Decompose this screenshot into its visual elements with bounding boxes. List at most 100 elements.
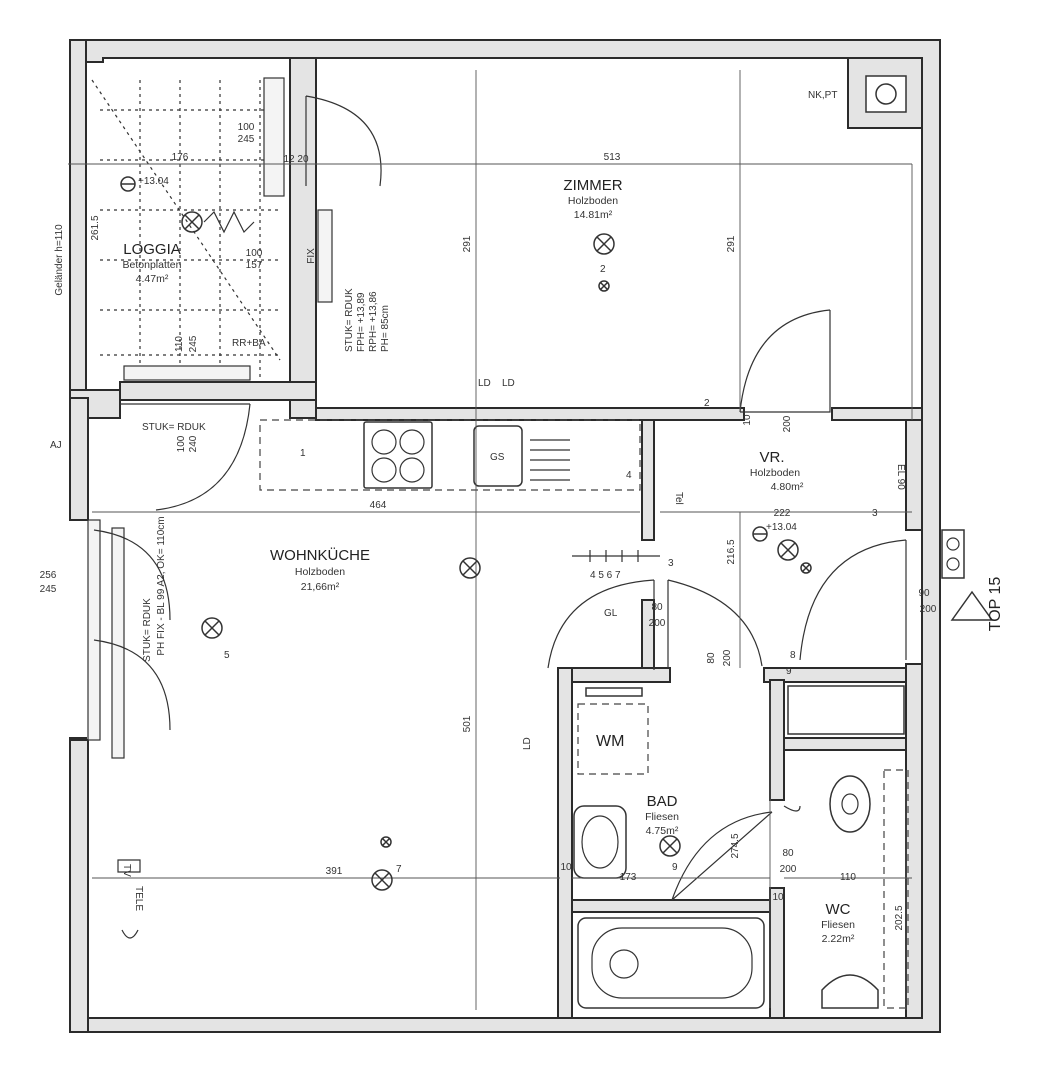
gs-label: GS — [490, 452, 505, 463]
washer-area — [577, 703, 649, 775]
wall-loggia-bottom — [119, 381, 317, 401]
dim-110-wc: 110 — [840, 872, 856, 883]
tv-socket-icon — [117, 859, 141, 939]
height-marker-vr-icon — [752, 526, 768, 542]
room-loggia-floor: Betonplatten — [123, 259, 182, 271]
height-loggia: +13.04 — [138, 176, 169, 187]
room-labels: ZIMMER Holzboden 14.81m² LOGGIA Betonpla… — [123, 177, 856, 945]
dim-391: 391 — [326, 866, 343, 877]
dim-80-wc: 80 — [782, 848, 794, 859]
wall-wc-top — [783, 737, 923, 751]
gelaender-label: Geländer h=110 — [54, 224, 65, 296]
room-bad-floor: Fliesen — [645, 811, 679, 823]
window-loggia-bottom — [123, 365, 251, 381]
door-wc — [783, 805, 801, 812]
dimension-labels: 176 513 291 291 261.5 110 245 100 245 10… — [40, 122, 937, 931]
ld-label-3: LD — [522, 737, 533, 750]
bath-fixtures — [573, 685, 909, 1009]
symbols — [117, 83, 994, 939]
room-wohnkueche-floor: Holzboden — [295, 566, 345, 578]
entry-bell-icon — [941, 529, 965, 579]
wall-loggia-right — [289, 57, 317, 419]
dim-100-win-a: 100 — [238, 122, 255, 133]
stuk-left-line1: STUK= RDUK — [142, 598, 153, 662]
outer-walls — [69, 39, 941, 1033]
num-4: 4 — [626, 470, 632, 481]
socket-row-icon — [572, 550, 660, 562]
fix-label: FIX — [306, 248, 317, 264]
dim-12-20: 12 20 — [283, 154, 308, 165]
ceiling-light-wohn-1 — [459, 557, 481, 579]
height-vr: +13.04 — [766, 522, 797, 533]
ceiling-light-vr-small — [800, 562, 812, 574]
stuk-rduk-top: STUK= RDUK — [142, 422, 206, 433]
wall-bath-shelf — [571, 899, 771, 913]
door-loggia-wohn — [120, 403, 251, 511]
dim-200-bad: 200 — [722, 649, 733, 666]
num-9-vr: 9 — [786, 666, 792, 677]
dim-80-gl: 80 — [651, 602, 663, 613]
bathtub-drain — [609, 949, 639, 979]
ceiling-light-zimmer — [593, 233, 615, 255]
gl-label: GL — [604, 608, 618, 619]
kitchen-sink — [530, 439, 570, 481]
rrba-label: RR+BA — [232, 338, 266, 349]
ceiling-light-vr — [777, 539, 799, 561]
dim-10-zimmer: 10 — [742, 414, 753, 426]
num-7: 7 — [396, 864, 402, 875]
num-9-bad: 9 — [672, 862, 678, 873]
dim-291-right: 291 — [726, 235, 737, 252]
dim-176: 176 — [172, 152, 189, 163]
dim-10-wc: 10 — [772, 892, 784, 903]
stuk-block-line3: RPH= +13,86 — [368, 291, 379, 352]
toilet — [829, 775, 871, 833]
dim-274-5: 274.5 — [730, 833, 741, 858]
wall-bath-left — [557, 667, 573, 1019]
dim-90-entry: 90 — [918, 588, 930, 599]
num-5: 5 — [224, 650, 230, 661]
num-4567: 4 5 6 7 — [590, 570, 621, 581]
washer-shelf — [585, 687, 643, 697]
wall-bath-top — [559, 667, 671, 683]
wall-bath-mid-low — [769, 887, 785, 1019]
dim-202-5: 202.5 — [894, 905, 905, 930]
kitchen — [259, 419, 641, 491]
interior-walls — [119, 57, 923, 1019]
dim-245-left: 245 — [40, 584, 57, 595]
dim-100-loggia-door: 100 — [176, 435, 187, 452]
dim-245-win-a: 245 — [238, 134, 255, 145]
room-loggia-area: 4.47m² — [136, 273, 169, 285]
tel-label: Tel — [673, 492, 684, 505]
room-zimmer-name: ZIMMER — [563, 177, 622, 194]
dim-513: 513 — [604, 152, 621, 163]
door-bad — [671, 811, 773, 901]
window-loggia-fix — [317, 209, 333, 303]
top-label: TOP 15 — [987, 577, 1004, 632]
door-zimmer-loggia — [305, 95, 382, 187]
dim-216-5: 216.5 — [726, 539, 737, 564]
ceiling-light-wohn-2 — [201, 617, 223, 639]
ceiling-light-wohn-small — [380, 836, 392, 848]
num-8: 8 — [790, 650, 796, 661]
wall-zimmer-bottom — [315, 407, 745, 421]
wall-zimmer-bottom-right — [831, 407, 923, 421]
wall-left-lower — [69, 739, 89, 1033]
room-bad-area: 4.75m² — [646, 825, 679, 837]
nkpt-label: NK,PT — [808, 90, 837, 101]
window-left — [111, 527, 125, 759]
dim-245-loggia: 245 — [188, 335, 199, 352]
kitchen-counter — [259, 419, 641, 491]
dim-501: 501 — [462, 715, 473, 732]
room-bad-name: BAD — [647, 793, 678, 810]
ld-label-2: LD — [502, 378, 515, 389]
dim-464: 464 — [370, 500, 387, 511]
dim-80-bad: 80 — [706, 652, 717, 664]
wall-entry-right — [905, 419, 923, 531]
room-wohnkueche-name: WOHNKÜCHE — [270, 546, 370, 564]
ld-label-1: LD — [478, 378, 491, 389]
dim-222: 222 — [774, 508, 791, 519]
wc-basin — [821, 974, 879, 1009]
num-3-kitchen: 3 — [668, 558, 674, 569]
dim-291-left: 291 — [462, 235, 473, 252]
room-wc-floor: Fliesen — [821, 919, 855, 931]
